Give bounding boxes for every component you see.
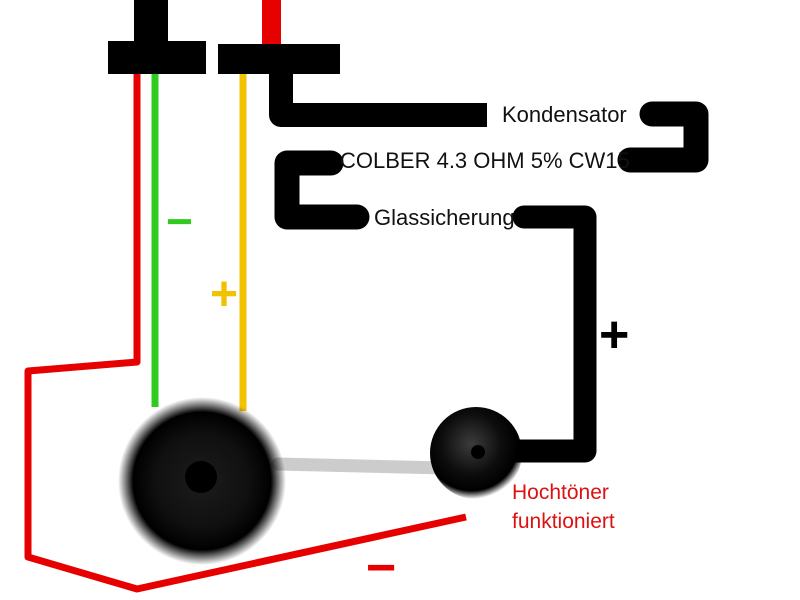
kondensator-label: Kondensator: [502, 102, 627, 127]
resistor-fuse-bracket-wire: [274, 150, 370, 230]
tweeter-status-note: Hochtöner funktioniert: [512, 478, 615, 536]
red-supply-pin: [262, 0, 281, 46]
kondensator-lead-wire: [269, 74, 487, 127]
black-plus-symbol: +: [599, 306, 630, 364]
right-connector-bar: [218, 44, 340, 74]
left-connector-pin: [134, 0, 168, 42]
tweeter-status-note-line1: Hochtöner: [512, 481, 609, 504]
red-minus-wire: [24, 74, 467, 593]
gray-speaker-link-wire: [271, 457, 452, 475]
woofer-center-dot: [185, 461, 217, 493]
tweeter-center-dot: [471, 445, 485, 459]
left-connector-bar: [108, 41, 206, 74]
resistor-label: COLBER 4.3 OHM 5% CW15: [340, 148, 630, 173]
fuse-to-tweeter-wire: [500, 205, 597, 463]
tweeter-status-note-line2: funktioniert: [512, 510, 615, 533]
red-minus-symbol: −: [366, 539, 397, 597]
kondensator-bracket-wire: [617, 101, 709, 173]
green-minus-symbol: −: [166, 195, 193, 247]
yellow-plus-symbol: +: [210, 268, 239, 321]
fuse-label: Glassicherung: [374, 205, 515, 230]
